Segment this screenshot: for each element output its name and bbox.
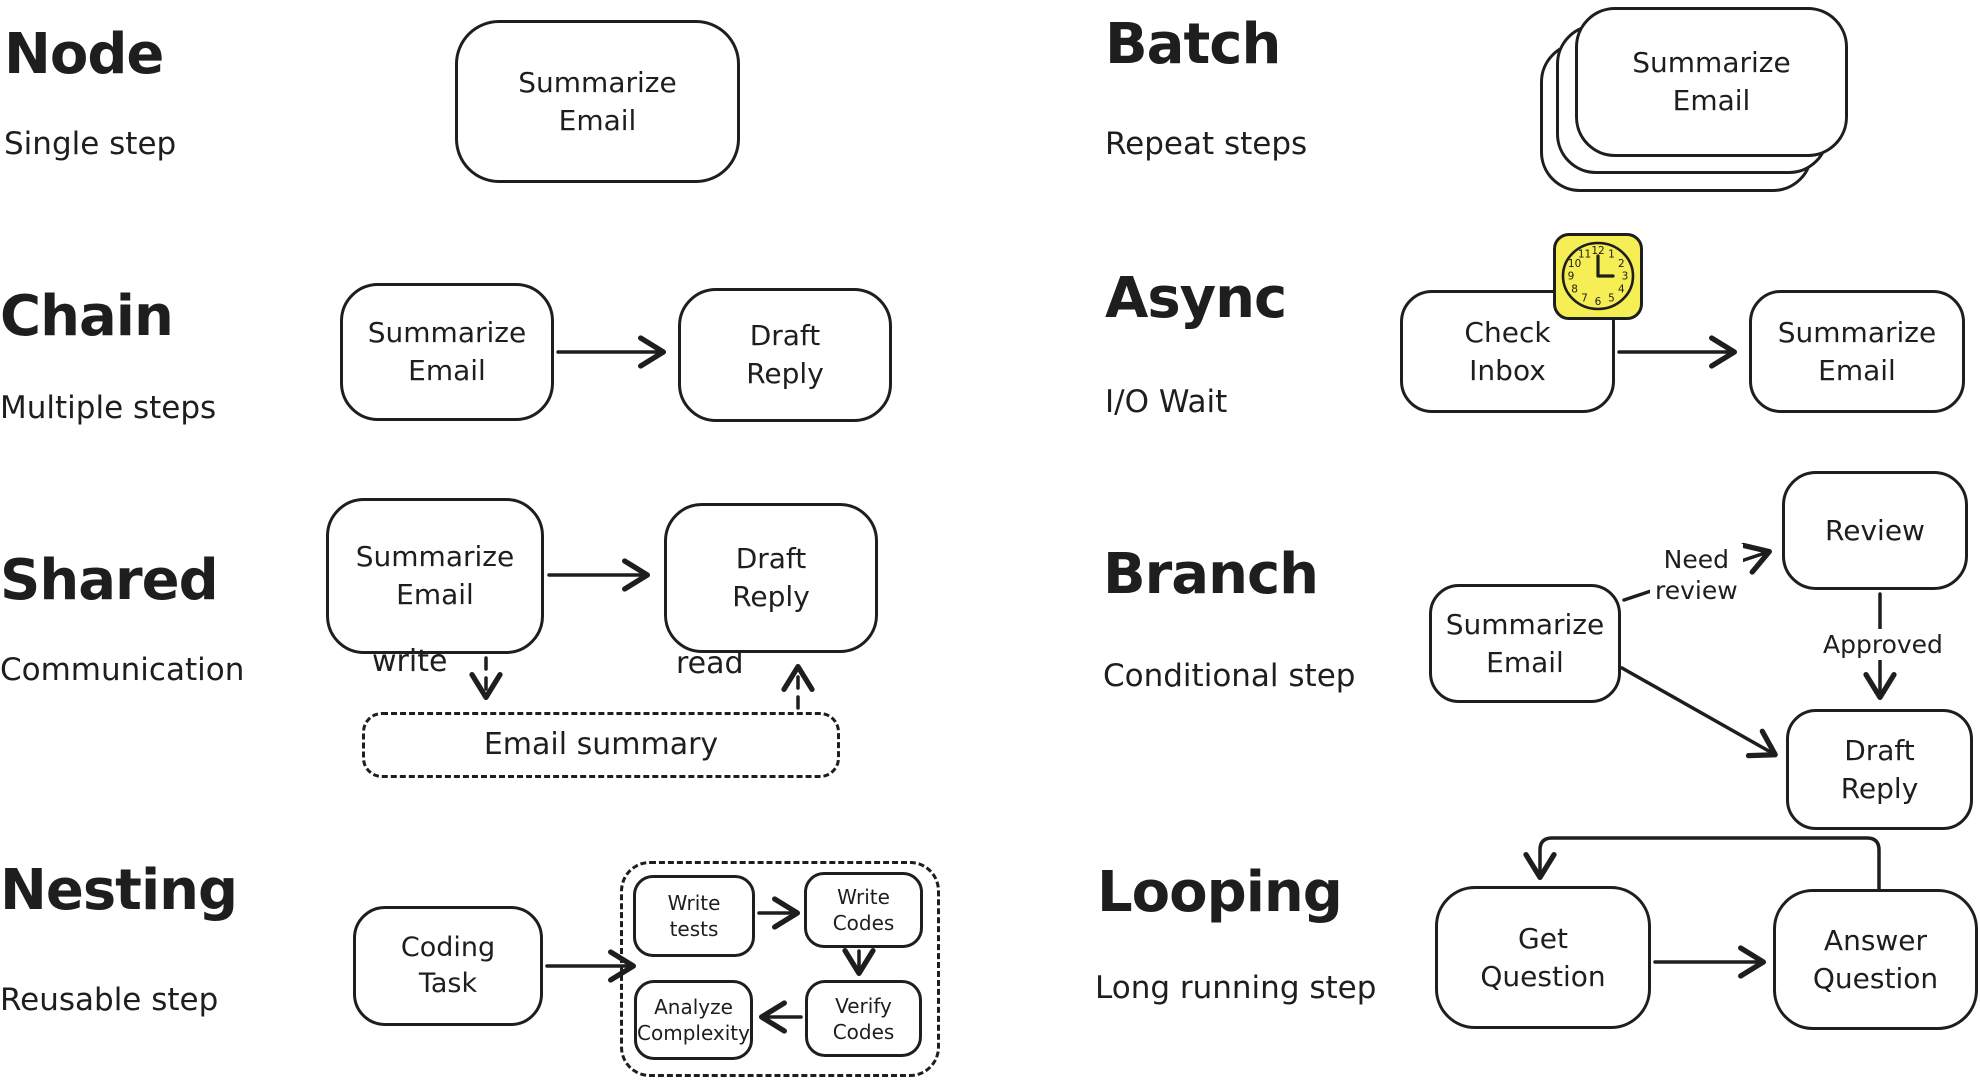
- branch-summarize-email-box: Summarize Email: [1429, 584, 1621, 703]
- batch-subtitle: Repeat steps: [1105, 126, 1308, 162]
- looping-get-question-box: Get Question: [1435, 886, 1651, 1029]
- nesting-verify-codes-box: Verify Codes: [805, 980, 922, 1057]
- batch-title: Batch: [1105, 12, 1281, 77]
- shared-write-label: write: [372, 644, 448, 679]
- svg-text:8: 8: [1571, 283, 1578, 295]
- svg-text:9: 9: [1568, 271, 1575, 283]
- nesting-title: Nesting: [0, 858, 238, 923]
- shared-read-label: read: [676, 646, 744, 681]
- node-title: Node: [4, 22, 164, 87]
- svg-text:5: 5: [1608, 293, 1615, 305]
- nesting-coding-task-box: Coding Task: [353, 906, 543, 1026]
- chain-draft-reply-box: Draft Reply: [678, 288, 892, 422]
- svg-text:4: 4: [1618, 283, 1625, 295]
- svg-text:11: 11: [1578, 249, 1591, 261]
- node-summarize-email-box: Summarize Email: [455, 20, 740, 183]
- svg-text:6: 6: [1595, 296, 1602, 308]
- svg-text:7: 7: [1581, 293, 1588, 305]
- looping-title: Looping: [1097, 860, 1343, 925]
- branch-approved-label: Approved: [1818, 629, 1948, 661]
- async-summarize-email-box: Summarize Email: [1749, 290, 1965, 413]
- chain-title: Chain: [0, 284, 174, 349]
- svg-text:3: 3: [1622, 271, 1629, 283]
- nesting-write-codes-box: Write Codes: [804, 872, 923, 948]
- branch-review-box: Review: [1782, 471, 1968, 590]
- node-subtitle: Single step: [4, 126, 177, 162]
- shared-subtitle: Communication: [0, 652, 245, 688]
- shared-summarize-email-box: Summarize Email: [326, 498, 544, 654]
- async-title: Async: [1105, 266, 1287, 331]
- chain-summarize-email-box: Summarize Email: [340, 283, 554, 421]
- shared-draft-reply-box: Draft Reply: [664, 503, 878, 653]
- svg-text:10: 10: [1568, 258, 1581, 270]
- batch-summarize-email-box: Summarize Email: [1575, 7, 1848, 157]
- svg-text:2: 2: [1618, 258, 1625, 270]
- branch-draft-reply-box: Draft Reply: [1786, 709, 1973, 830]
- nesting-write-tests-box: Write tests: [633, 875, 755, 957]
- looping-answer-question-box: Answer Question: [1773, 889, 1978, 1030]
- async-subtitle: I/O Wait: [1105, 384, 1228, 420]
- branch-need-review-label: Need review: [1650, 544, 1743, 607]
- svg-text:1: 1: [1608, 249, 1615, 261]
- chain-subtitle: Multiple steps: [0, 390, 217, 426]
- branch-subtitle: Conditional step: [1103, 658, 1356, 694]
- svg-text:12: 12: [1591, 245, 1604, 257]
- shared-title: Shared: [0, 548, 219, 613]
- shared-email-summary-store: Email summary: [362, 712, 840, 778]
- nesting-analyze-complexity-box: Analyze Complexity: [634, 980, 753, 1060]
- looping-subtitle: Long running step: [1095, 970, 1377, 1006]
- nesting-subtitle: Reusable step: [0, 982, 219, 1018]
- branch-title: Branch: [1103, 542, 1319, 607]
